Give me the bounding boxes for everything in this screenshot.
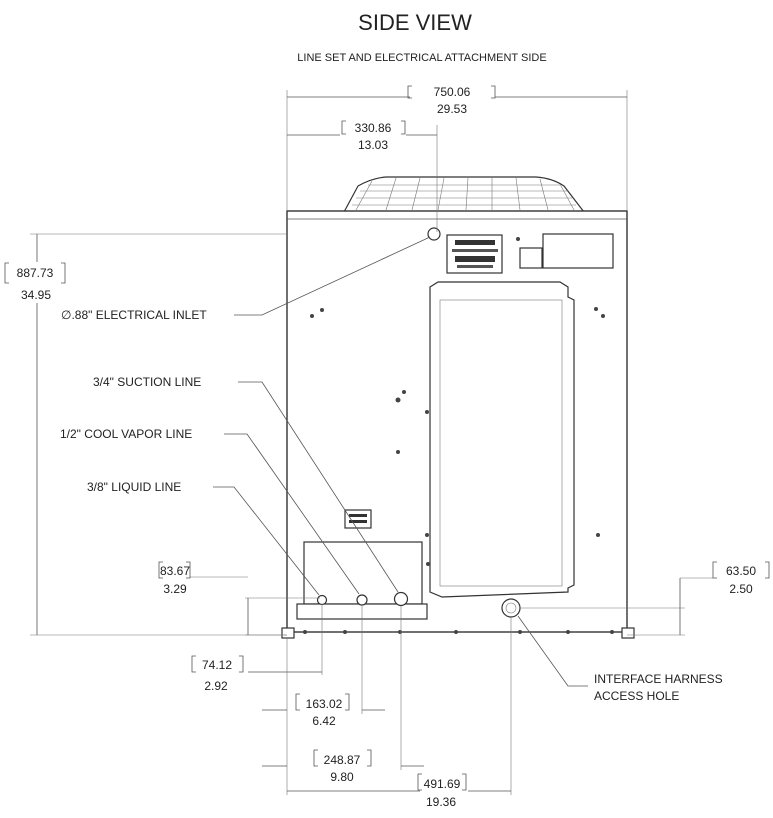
cool-vapor-line-port [356, 594, 368, 606]
drawing-subtitle: LINE SET AND ELECTRICAL ATTACHMENT SIDE [297, 52, 546, 64]
vapor-offset-mm: 163.02 [306, 697, 343, 711]
suction-line-port [393, 591, 409, 607]
line-height-dimension: 83.67 3.29 [158, 561, 320, 636]
liquid-offset-in: 2.92 [204, 679, 228, 693]
harness-access-hole [501, 598, 521, 618]
suction-line-label: 3/4" SUCTION LINE [93, 375, 201, 389]
right-foot [621, 627, 635, 639]
harness-offset-dimension: 491.69 19.36 [287, 617, 512, 809]
liquid-offset-dimension: 74.12 2.92 [191, 604, 323, 693]
height-dimension: 887.73 34.95 [4, 233, 287, 636]
harness-height-in: 2.50 [729, 582, 753, 596]
vapor-offset-in: 6.42 [312, 714, 336, 728]
fan-offset-in: 13.03 [358, 138, 388, 152]
electrical-box-cover [519, 247, 543, 269]
height-mm: 887.73 [17, 266, 54, 280]
harness-access-hole-inner [505, 602, 517, 614]
overall-width-dimension: 750.06 29.53 [286, 85, 628, 211]
cool-vapor-line-label: 1/2" COOL VAPOR LINE [60, 427, 192, 441]
access-panel-inner [439, 299, 563, 587]
fan-offset-dimension: 330.86 13.03 [287, 120, 438, 232]
callout-leaders [213, 236, 588, 687]
harness-hole-label-line2: ACCESS HOLE [594, 689, 679, 703]
overall-width-mm: 750.06 [434, 85, 471, 99]
height-in: 34.95 [21, 288, 51, 302]
drawing-title: SIDE VIEW [358, 10, 472, 35]
fan-guard [342, 176, 586, 213]
overall-width-in: 29.53 [437, 102, 467, 116]
harness-height-dimension: 63.50 2.50 [520, 561, 770, 636]
nameplate-label [446, 234, 503, 274]
harness-hole-label-line1: INTERFACE HARNESS [594, 672, 723, 686]
suction-offset-mm: 248.87 [324, 753, 361, 767]
suction-offset-dimension: 248.87 9.80 [262, 606, 424, 784]
liquid-offset-mm: 74.12 [202, 658, 232, 672]
liquid-line-label: 3/8" LIQUID LINE [87, 480, 181, 494]
line-height-mm: 83.67 [160, 564, 190, 578]
harness-offset-in: 19.36 [426, 795, 456, 809]
line-height-in: 3.29 [163, 582, 187, 596]
harness-offset-mm: 491.69 [424, 777, 461, 791]
warning-label [344, 509, 372, 529]
access-panel [429, 281, 575, 598]
electrical-inlet-hole [427, 227, 441, 241]
harness-height-mm: 63.50 [726, 564, 756, 578]
liquid-line-port [316, 594, 328, 606]
left-foot [281, 627, 295, 639]
suction-offset-in: 9.80 [330, 770, 354, 784]
fan-offset-mm: 330.86 [355, 121, 392, 135]
electrical-box [542, 233, 614, 269]
electrical-inlet-label: ∅.88" ELECTRICAL INLET [61, 308, 207, 322]
vapor-offset-dimension: 163.02 6.42 [262, 605, 385, 795]
